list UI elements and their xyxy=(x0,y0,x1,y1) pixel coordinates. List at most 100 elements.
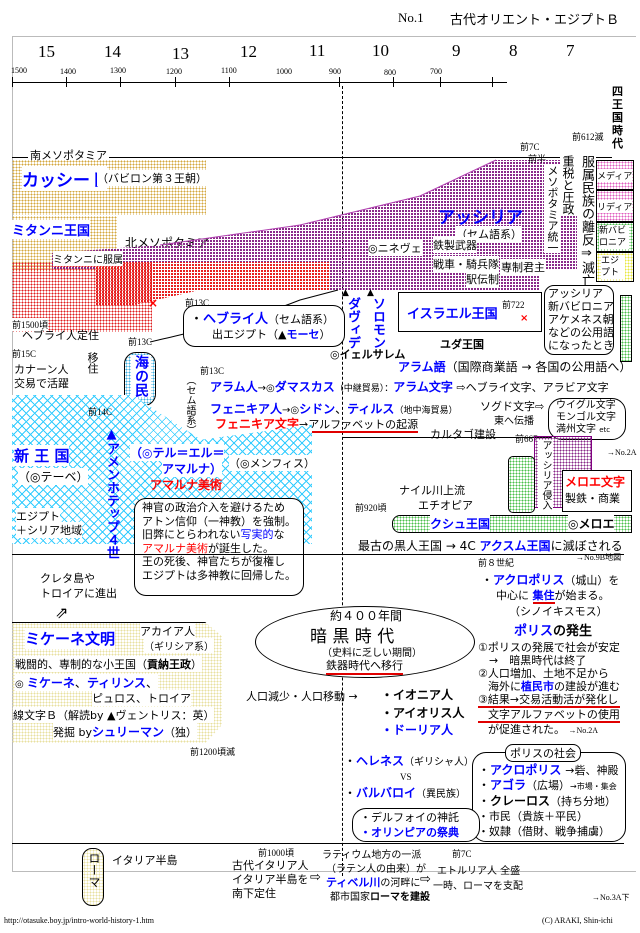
neo-babylonia-bar xyxy=(620,295,632,362)
tiber-line: ティベル川の河畔に xyxy=(326,876,421,889)
bc7c-rome: 前7C xyxy=(452,849,472,859)
cities-b: ピュロス、トロイア xyxy=(92,690,191,706)
year-700: 700 xyxy=(430,67,442,76)
first-half-label: 前半 xyxy=(528,155,547,165)
migrate-label: 移住 xyxy=(86,352,99,374)
bc15c-label: 前15C xyxy=(12,349,37,359)
scripts-list: ウイグル文字 モンゴル文字 満州文字 etc xyxy=(556,400,616,435)
polis-points: ①ポリスの発展で社会が安定 → 暗黒時代は終了 ②人口増加、土地不足から 海外に… xyxy=(478,641,620,736)
dark-400-label: 約４００年間 xyxy=(330,609,403,623)
israel-label: イスラエル王国 xyxy=(407,307,498,322)
dorians-label: ・ドーリア人 xyxy=(381,723,454,737)
century-15: 15 xyxy=(38,42,55,61)
year-1100: 1100 xyxy=(221,66,237,75)
greece-divider xyxy=(12,554,624,555)
akhenaten-note-bubble xyxy=(134,498,304,596)
year-1200: 1200 xyxy=(166,67,182,76)
region-syria: ＋シリア地域 xyxy=(16,522,82,538)
year-1500: 1500 xyxy=(11,66,27,75)
bc722-label: 前722 xyxy=(502,300,525,310)
nineveh-label: ◎ニネヴェ xyxy=(368,240,422,256)
judah-label: ユダ王国 xyxy=(440,338,484,351)
canaan-a: カナーン人 xyxy=(14,363,69,376)
bc1200-label: 前1200頃滅 xyxy=(190,747,236,757)
bc667-label: 前667 xyxy=(515,434,538,444)
page-number: No.1 xyxy=(398,10,424,25)
new-kingdom-label: 新 王 国 xyxy=(14,445,70,466)
oldest-kingdom-line: 最古の黒人王国 → 4C アクスム王国に滅ぼされる xyxy=(358,539,623,553)
bc612-fall: 前612滅 xyxy=(572,132,604,142)
up-arrow-icon: ⇗ xyxy=(55,603,69,622)
ref-no3a: →No.3A下 xyxy=(592,893,630,902)
dark-age-oval xyxy=(255,606,475,678)
kassite-label: カッシート xyxy=(22,166,107,191)
kush-upper xyxy=(508,456,535,513)
population-move: 人口減少・人口移動 → xyxy=(246,690,358,703)
century-7: 7 xyxy=(566,41,575,60)
kush-kingdom-label: クシュ王国 xyxy=(430,515,491,532)
semitic-label: （セム語系） xyxy=(184,375,195,435)
phoen-script-line: フェニキア文字→アルファベットの起源 xyxy=(215,417,419,433)
century-13: 13 xyxy=(172,44,189,63)
exodus-line: 出エジプト（▲モーセ） xyxy=(212,328,331,341)
amarna-line-a: （◎テル＝エル＝ xyxy=(130,444,225,461)
hebrews-bubble xyxy=(183,305,345,347)
solomon-label: ソロモン xyxy=(370,297,385,349)
polis-society-bubble xyxy=(472,752,626,842)
hittite-fall-mark: × xyxy=(148,296,159,310)
aramaic-bubble-text: アッシリア 新バビロニア アケメネス朝 などの公用語 になったとき xyxy=(548,287,614,352)
year-900: 900 xyxy=(329,67,341,76)
source-url[interactable]: http://otasuke.boy.jp/intro-world-histor… xyxy=(4,916,154,925)
kush-line xyxy=(342,437,552,438)
rome-rule: 一時、ローマを支配 xyxy=(433,881,523,892)
collapse-label: 服属民族の離反⇒滅亡 xyxy=(577,155,596,287)
chariots: 戦車・騎兵隊 xyxy=(433,256,499,272)
david-label: ダヴィデ xyxy=(345,297,360,349)
religion-bubble xyxy=(352,808,480,842)
assyria-invade-label: アッシリア侵入 xyxy=(538,440,553,510)
linear-b: 線文字Ｂ（解読by ▲ヴェントリス：英） xyxy=(13,707,215,723)
copyright: (C) ARAKI, Shin-ichi xyxy=(542,916,613,925)
bc920-label: 前920頃 xyxy=(355,503,387,513)
iron-age-label: 鉄器時代へ移行 xyxy=(326,657,403,675)
iron-weapons: 鉄製武器 xyxy=(433,237,477,253)
century-9: 9 xyxy=(452,41,461,60)
polis-rise-line: ポリスの発生 xyxy=(514,624,593,639)
meroitic-label: メロエ文字 xyxy=(565,475,626,489)
post-system: 駅伝制 xyxy=(466,271,499,287)
hittite-wedge xyxy=(95,262,330,306)
akhenaten-label: ▲アメンホテップ４世 xyxy=(104,427,119,559)
city-state-line: 都市国家ローマを建設 xyxy=(330,892,430,903)
aeolians-label: ・アイオリス人 xyxy=(381,706,465,720)
hebrews-line: ・ヘブライ人（セム語系） xyxy=(190,312,335,327)
hebrew-settle: ヘブライ人定住 xyxy=(22,329,99,342)
meroitic-box xyxy=(562,470,632,512)
meroe-label: ◎メロエ xyxy=(568,515,615,532)
polis-society-list: ・アクロポリス →砦、神殿 ・アゴラ（広場）→市場・集会 ・クレーロス（持ち分地… xyxy=(478,763,619,838)
sogdian-label: ソグド文字⇨ xyxy=(480,400,545,413)
israel-fall-mark: × xyxy=(520,313,529,324)
amarna-art-label: アマルナ美術 xyxy=(150,478,223,492)
ref-no9b: →No.9B地図 xyxy=(576,553,622,562)
kingdom-lydia: リディア xyxy=(596,190,634,222)
jerusalem-label: ◎イェルサレム xyxy=(330,348,406,361)
latium: ラティウム地方の一派 xyxy=(322,850,422,861)
synoikismos-greek: （シノイキスモス） xyxy=(509,605,608,618)
excavate-line: 発掘 byシュリーマン（独） xyxy=(53,723,198,740)
hellenes-line: ・ヘレネス（ギリシャ人） xyxy=(344,754,475,768)
bc1000-rome: 前1000頃 xyxy=(258,848,295,858)
upper-nile: ナイル川上流 xyxy=(399,484,465,497)
kingdom-egypt: エジプト xyxy=(596,252,634,282)
century-14: 14 xyxy=(104,42,121,61)
achaeans-sub: （ギリシア系） xyxy=(144,638,214,653)
polis-society-title: ポリスの社会 xyxy=(505,744,581,762)
year-1300: 1300 xyxy=(110,66,126,75)
solomon-triangle-icon: ▲ xyxy=(367,288,374,298)
heavy-tax-label: 重税と圧政 xyxy=(560,155,577,215)
century-11: 11 xyxy=(309,41,326,60)
aram-lang-line: アラム語（国際商業語 → 各国の公用語へ） xyxy=(398,360,632,374)
alphabet-origin: →アルファベットの起源 xyxy=(299,418,419,433)
page-title: 古代オリエント・エジプトＢ xyxy=(450,13,620,28)
carthage-label: カルタゴ建設 xyxy=(430,428,496,441)
rome-box xyxy=(82,848,104,906)
